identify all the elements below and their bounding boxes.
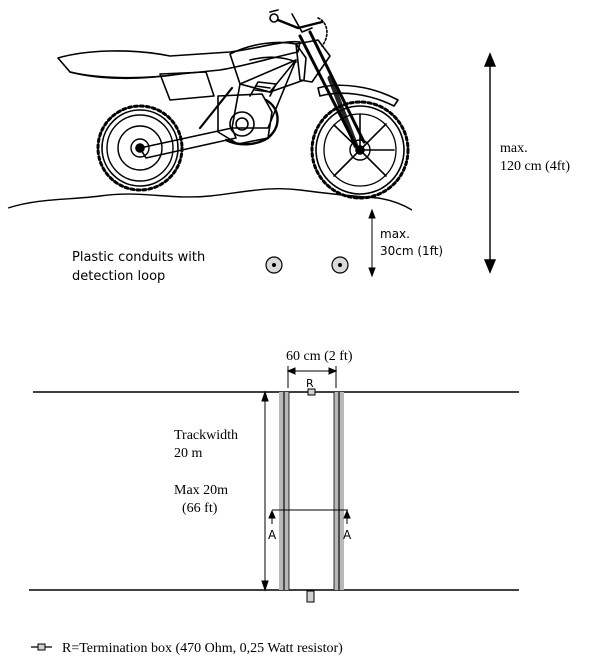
detection-loop-right (333, 392, 344, 590)
handlebar (269, 9, 328, 47)
trackwidth-label-2: 20 m (174, 446, 203, 461)
buried-conduits (265, 256, 349, 274)
max-depth-dimension (368, 208, 376, 278)
trackwidth-dimension (261, 390, 269, 592)
max-depth-label-2: 30cm (1ft) (380, 244, 443, 258)
front-wheel (310, 100, 410, 200)
section-arrows (268, 509, 351, 524)
engine (217, 81, 277, 145)
front-forks (298, 30, 366, 149)
max-depth-label-1: max. (380, 227, 410, 241)
termination-marker-r: R (306, 377, 314, 390)
frame (231, 59, 297, 129)
track-top-view: 60 cm (2 ft) R (29, 349, 519, 603)
swingarm (139, 127, 237, 159)
termination-box-legend-icon (37, 643, 46, 651)
connection-box-bottom (306, 590, 315, 603)
max-height-label-1: max. (500, 141, 528, 156)
section-marker-left: A (268, 528, 277, 542)
max-width-label-1: Max 20m (174, 483, 228, 498)
exhaust-pipe (224, 98, 279, 146)
max-height-label-2: 120 cm (4ft) (500, 159, 570, 174)
max-width-label-2: (66 ft) (182, 501, 218, 516)
trackwidth-label-1: Trackwidth (174, 428, 238, 443)
conduit-label-2: detection loop (72, 269, 165, 284)
section-marker-right: A (343, 528, 352, 542)
front-fender (317, 84, 399, 107)
rear-wheel (96, 104, 184, 192)
max-height-dimension (483, 52, 497, 274)
legend: R=Termination box (470 Ohm, 0,25 Watt re… (31, 641, 343, 656)
loop-spacing-dimension (286, 366, 338, 388)
motorcycle-illustration (57, 9, 410, 200)
ground-surface (7, 188, 413, 211)
legend-termination-text: R=Termination box (470 Ohm, 0,25 Watt re… (62, 641, 343, 656)
termination-box-top (307, 388, 316, 396)
fuel-tank (229, 41, 307, 93)
detection-loop-left (279, 392, 290, 590)
conduit-label-1: Plastic conduits with (72, 250, 205, 265)
loop-spacing-label: 60 cm (2 ft) (286, 349, 353, 364)
